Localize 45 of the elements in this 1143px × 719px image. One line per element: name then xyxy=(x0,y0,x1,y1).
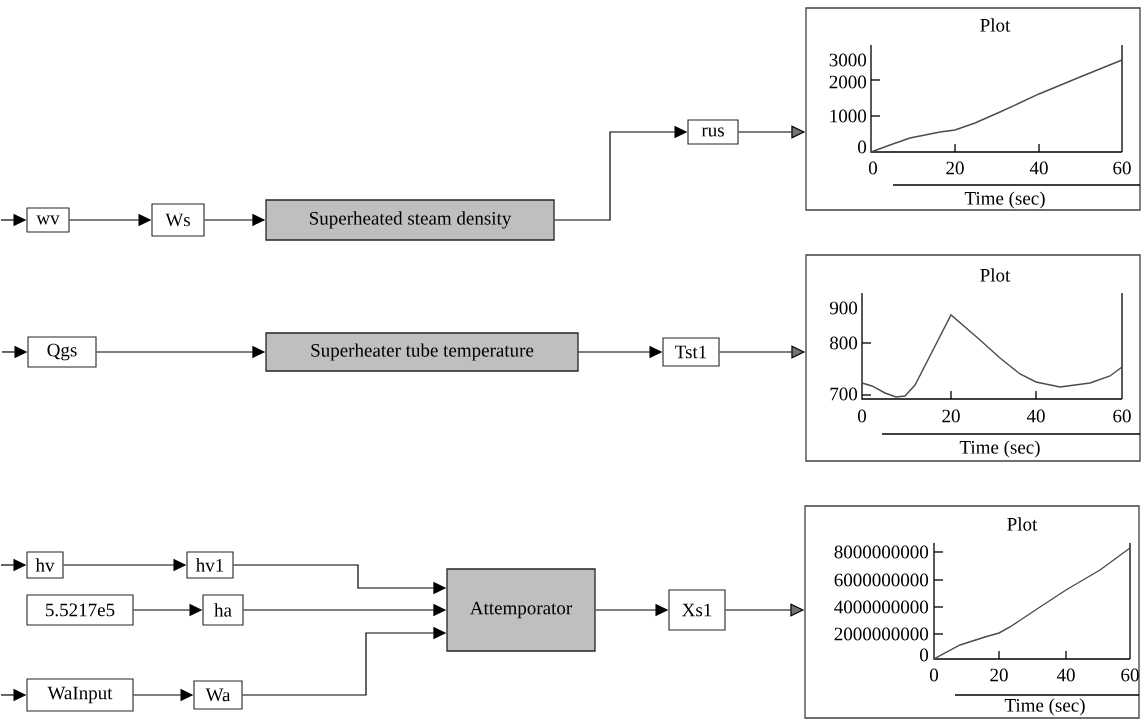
tick-label: 8000000000 xyxy=(834,545,929,559)
process-block: Superheater tube temperature xyxy=(265,332,579,372)
axis-label: Time (sec) xyxy=(959,440,1040,458)
tick-label: 1000 xyxy=(830,109,867,123)
signal-block: Xs1 xyxy=(668,589,726,631)
tick-label: 20 xyxy=(946,161,964,175)
process-block: Attemporator xyxy=(446,568,596,652)
tick-label: 2000000000 xyxy=(834,627,929,641)
signal-block: Tst1 xyxy=(662,337,720,367)
tick-label: 900 xyxy=(829,301,858,315)
signal-block: Qgs xyxy=(27,336,97,368)
plot-title: Plot xyxy=(980,18,1011,32)
tick-label: 40 xyxy=(1026,409,1045,423)
tick-label: 20 xyxy=(990,668,1008,682)
tick-label: 60 xyxy=(1113,161,1131,175)
tick-label: 0 xyxy=(858,140,867,154)
plot-title: Plot xyxy=(980,268,1011,282)
signal-block: hv xyxy=(26,551,64,579)
plot-title: Plot xyxy=(1007,517,1038,531)
signal-block: 5.5217e5 xyxy=(26,594,134,626)
signal-block: Ws xyxy=(151,203,205,237)
tick-label: 40 xyxy=(1056,668,1075,682)
signal-block: wv xyxy=(26,207,70,233)
signal-block: ha xyxy=(202,594,244,626)
tick-label: 40 xyxy=(1029,161,1048,175)
tick-label: 0 xyxy=(920,648,929,662)
tick-label: 20 xyxy=(942,409,960,423)
signal-block: rus xyxy=(687,119,739,145)
process-block: Superheated steam density xyxy=(265,199,555,241)
tick-label: 700 xyxy=(830,387,858,401)
signal-block: WaInput xyxy=(26,678,134,712)
tick-label: 60 xyxy=(1113,409,1131,423)
axis-label: Time (sec) xyxy=(964,191,1045,209)
tick-label: 0 xyxy=(930,668,938,682)
tick-label: 4000000000 xyxy=(834,600,929,614)
tick-label: 2000 xyxy=(829,75,867,89)
tick-label: 800 xyxy=(830,336,858,350)
tick-label: 0 xyxy=(858,409,866,423)
tick-label: 3000 xyxy=(829,53,867,67)
tick-label: 60 xyxy=(1121,668,1139,682)
axis-label: Time (sec) xyxy=(1004,698,1085,716)
signal-block: Wa xyxy=(193,680,243,710)
tick-label: 0 xyxy=(869,161,877,175)
signal-block: hv1 xyxy=(186,551,234,579)
tick-label: 6000000000 xyxy=(834,573,929,587)
